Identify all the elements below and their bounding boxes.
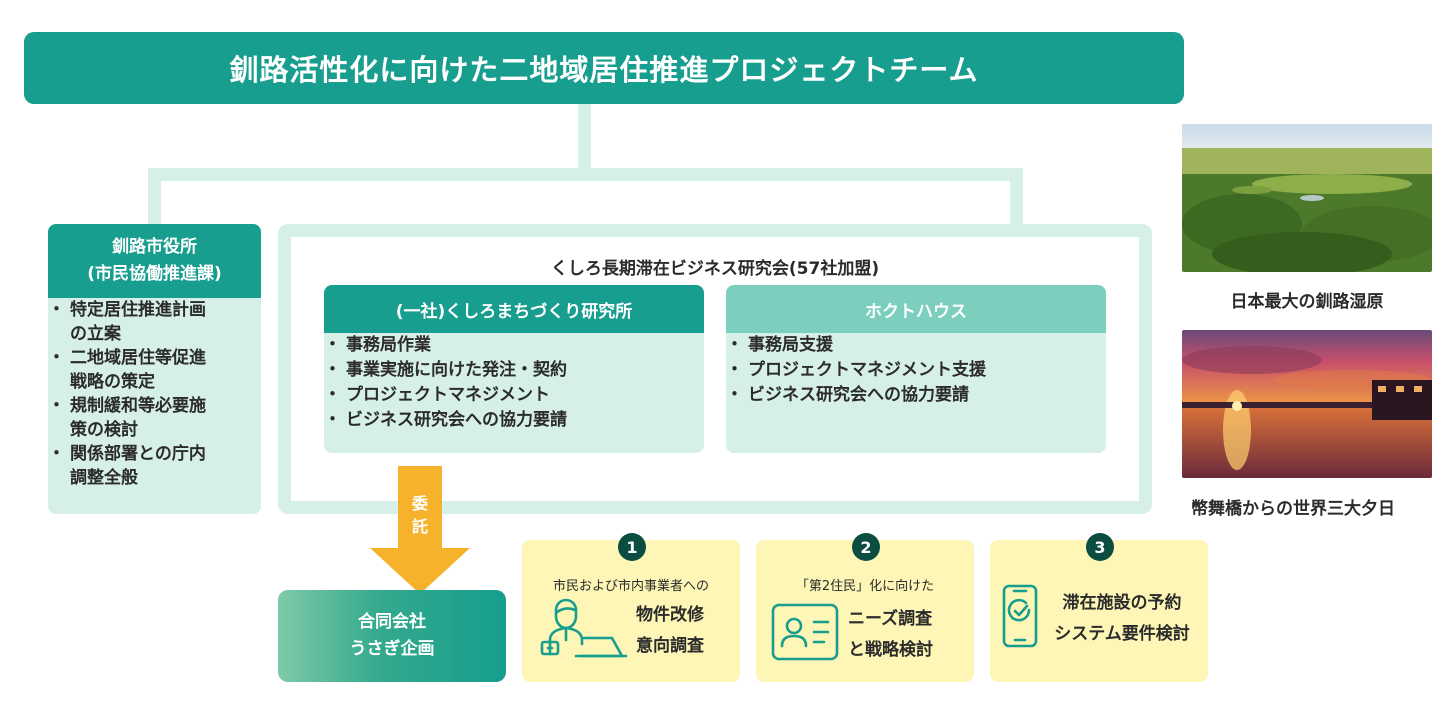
city-office-name: 釧路市役所 — [112, 237, 197, 257]
list-item: ビジネス研究会への協力要請 — [726, 383, 1106, 408]
list-item: 事務局作業 — [324, 333, 704, 358]
hokuto-box: ホクトハウス 事務局支援 プロジェクトマネジメント支援 ビジネス研究会への協力要… — [726, 285, 1106, 453]
project-title: ニーズ調査と戦略検討 — [848, 609, 933, 660]
person-laptop-icon — [540, 598, 628, 658]
project-card-2: 2 「第2住民」化に向けた ニーズ調査と戦略検討 — [756, 533, 974, 682]
project-card-3: 3 滞在施設の予約システム要件検討 — [990, 533, 1208, 682]
institute-task-list: 事務局作業 事業実施に向けた発注・契約 プロジェクトマネジメント ビジネス研究会… — [324, 333, 704, 433]
project-title: 物件改修意向調査 — [636, 605, 704, 656]
institute-header: (一社)くしろまちづくり研究所 — [324, 285, 704, 333]
page-title: 釧路活性化に向けた二地域居住推進プロジェクトチーム — [24, 32, 1184, 104]
connector-right-drop — [1010, 168, 1023, 224]
sunset-caption: 幣舞橋からの世界三大夕日 — [1191, 499, 1395, 519]
list-item: 事務局支援 — [726, 333, 1106, 358]
connector-left-drop — [148, 168, 161, 224]
marsh-caption: 日本最大の釧路湿原 — [1230, 292, 1384, 312]
list-item: プロジェクトマネジメント支援 — [726, 358, 1106, 383]
contractor-name: うさぎ企画 — [349, 639, 435, 659]
hokuto-header: ホクトハウス — [726, 285, 1106, 333]
list-item: ビジネス研究会への協力要請 — [324, 408, 704, 433]
institute-name: (一社)くしろまちづくり研究所 — [395, 301, 633, 322]
number-badge: 1 — [618, 533, 646, 561]
city-office-department: (市民協働推進課) — [87, 264, 222, 284]
number-badge: 2 — [852, 533, 880, 561]
page-title-text: 釧路活性化に向けた二地域居住推進プロジェクトチーム — [229, 53, 979, 87]
project-intro: 「第2住民」化に向けた — [795, 579, 935, 594]
project-card-1: 1 市民および市内事業者への 物件改修意向調査 — [522, 533, 740, 682]
sunset-photo — [1182, 330, 1432, 478]
marsh-photo — [1182, 124, 1432, 272]
contractor-box: 合同会社 うさぎ企画 — [278, 590, 506, 682]
id-card-icon — [771, 603, 839, 661]
connector-horizontal — [148, 168, 1023, 181]
city-office-header: 釧路市役所 (市民協働推進課) — [48, 224, 261, 298]
project-intro: 市民および市内事業者への — [552, 579, 709, 594]
hokuto-name: ホクトハウス — [865, 301, 967, 322]
entrust-label: 委託 — [411, 494, 428, 536]
institute-box: (一社)くしろまちづくり研究所 事務局作業 事業実施に向けた発注・契約 プロジェ… — [324, 285, 704, 453]
list-item: プロジェクトマネジメント — [324, 383, 704, 408]
entrust-arrow — [370, 466, 470, 594]
list-item: 事業実施に向けた発注・契約 — [324, 358, 704, 383]
study-group-title: くしろ長期滞在ビジネス研究会(57社加盟) — [550, 259, 880, 279]
connector-trunk — [578, 104, 591, 168]
study-group-content: くしろ長期滞在ビジネス研究会(57社加盟) (一社)くしろまちづくり研究所 事務… — [278, 224, 1152, 514]
contractor-type: 合同会社 — [358, 612, 426, 632]
hokuto-task-list: 事務局支援 プロジェクトマネジメント支援 ビジネス研究会への協力要請 — [726, 333, 1106, 408]
smartphone-check-icon — [1002, 584, 1038, 648]
number-badge: 3 — [1086, 533, 1114, 561]
project-title: 滞在施設の予約システム要件検討 — [1054, 593, 1190, 644]
